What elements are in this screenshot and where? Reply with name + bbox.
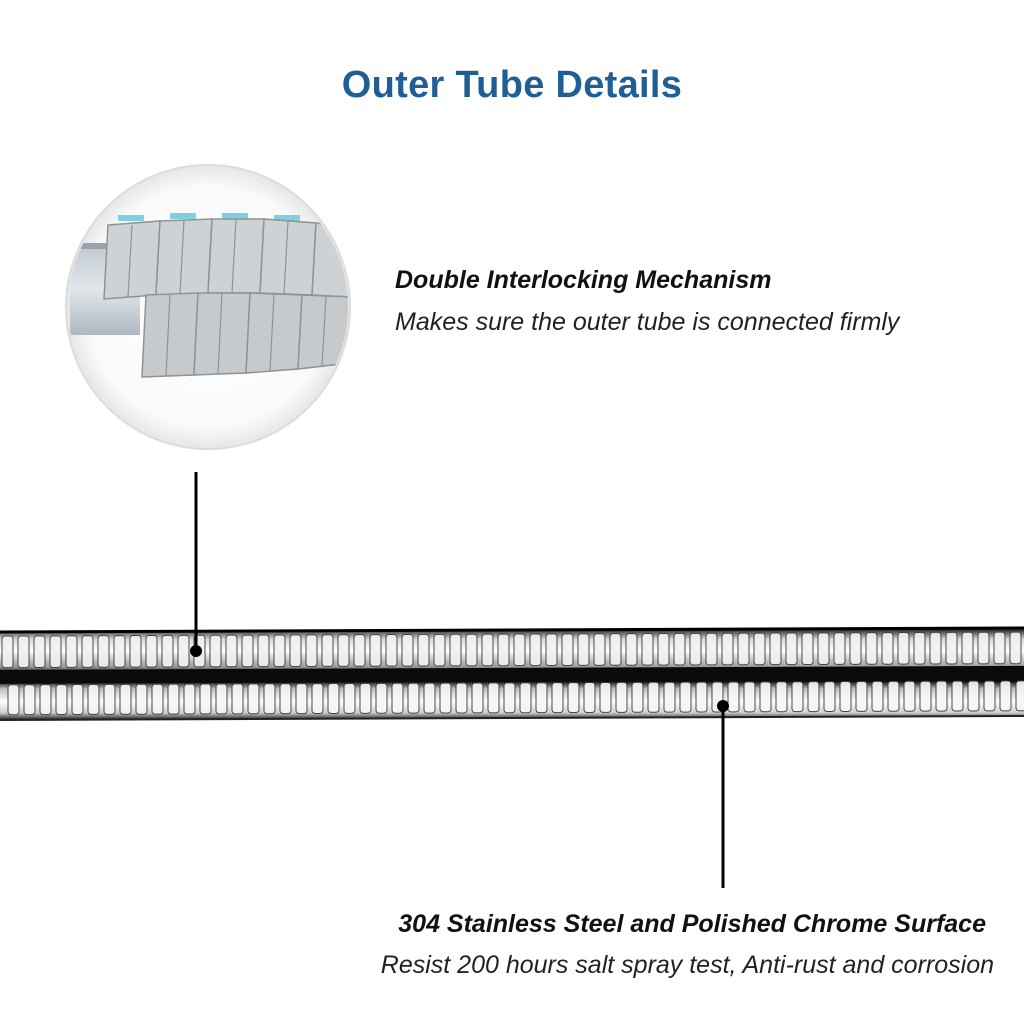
page-title: Outer Tube Details	[341, 64, 683, 106]
hose-illustration	[0, 626, 1024, 721]
callout-text: Resist 200 hours salt spray test, Anti-r…	[380, 951, 994, 979]
callout-heading: 304 Stainless Steel and Polished Chrome …	[398, 910, 986, 938]
callout-heading: Double Interlocking Mechanism	[395, 266, 772, 294]
callout-text: Makes sure the outer tube is connected f…	[395, 308, 900, 336]
zoom-detail-circle	[65, 164, 351, 450]
